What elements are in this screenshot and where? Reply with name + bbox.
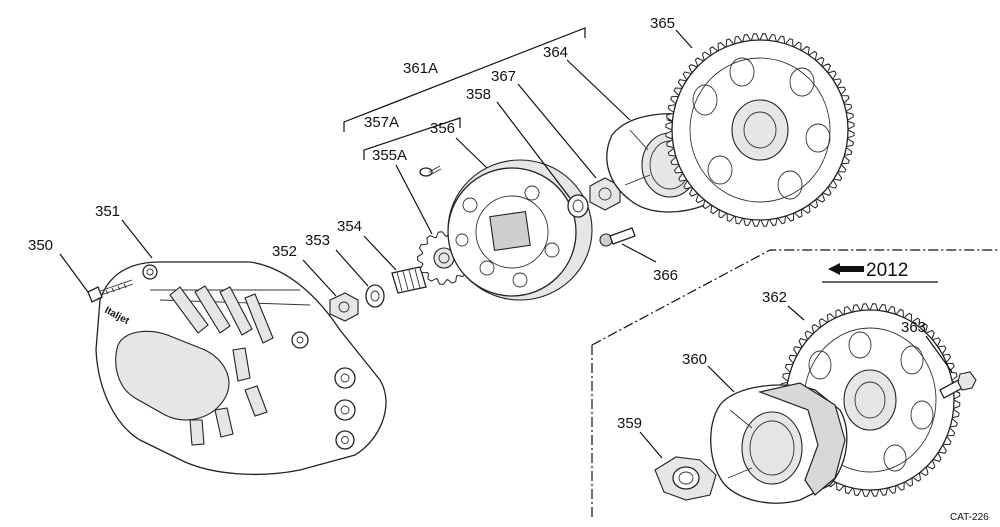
cover-bosses	[142, 264, 356, 450]
leader-355A	[395, 164, 433, 235]
leader-352	[302, 259, 337, 297]
needle-bearing-354	[391, 266, 427, 294]
leader-359	[639, 431, 663, 459]
nut-367	[589, 177, 621, 211]
bracket-357A	[363, 117, 461, 160]
clutch-shoes-360	[710, 382, 848, 504]
callout-357A: 357A	[364, 114, 399, 131]
bolt-363	[939, 371, 977, 399]
clutch-cover-351: Italjet	[95, 261, 387, 476]
clutch-drum-356	[447, 159, 593, 301]
callout-350: 350	[28, 237, 53, 254]
callout-363: 363	[901, 319, 926, 336]
nut-359	[654, 456, 717, 501]
washer-358	[567, 194, 589, 218]
callout-352: 352	[272, 243, 297, 260]
leader-356	[455, 137, 488, 169]
callout-364: 364	[543, 44, 568, 61]
leader-360	[707, 365, 735, 393]
leader-365	[675, 29, 693, 49]
callout-361A: 361A	[403, 60, 438, 77]
year-badge: 2012	[822, 260, 938, 283]
leader-353	[335, 249, 369, 287]
bracket-361A	[343, 27, 586, 132]
leader-351	[121, 219, 153, 259]
callout-356: 356	[430, 120, 455, 137]
nut-352	[329, 292, 359, 322]
leader-354	[363, 235, 397, 271]
leader-350	[59, 253, 89, 293]
ring-gear-365	[665, 33, 855, 227]
leader-363	[925, 335, 953, 373]
leader-364	[566, 59, 631, 121]
callout-355A: 355A	[372, 147, 407, 164]
callout-360: 360	[682, 351, 707, 368]
bolt-350	[87, 279, 134, 303]
cover-cooling-fins	[169, 285, 274, 446]
screw-355A	[419, 165, 442, 177]
callout-362: 362	[762, 289, 787, 306]
callout-labels: 350 351 352 353 354 355A 356 357A 358 35…	[28, 15, 926, 432]
leader-lines	[59, 29, 953, 459]
callout-353: 353	[305, 232, 330, 249]
leader-362	[787, 305, 805, 321]
leader-366	[621, 243, 657, 263]
callout-367: 367	[491, 68, 516, 85]
callout-351: 351	[95, 203, 120, 220]
leader-367	[517, 83, 597, 179]
inset-boundary	[591, 249, 998, 520]
callout-358: 358	[466, 86, 491, 103]
callout-366: 366	[653, 267, 678, 284]
callout-359: 359	[617, 415, 642, 432]
callout-354: 354	[337, 218, 362, 235]
bolt-366	[599, 227, 636, 247]
year-badge-text: 2012	[866, 260, 908, 281]
arrow-left-icon	[828, 263, 864, 275]
catalog-code: CAT-226	[950, 512, 989, 523]
washer-353	[365, 284, 385, 308]
leader-358	[496, 101, 571, 199]
callout-365: 365	[650, 15, 675, 32]
